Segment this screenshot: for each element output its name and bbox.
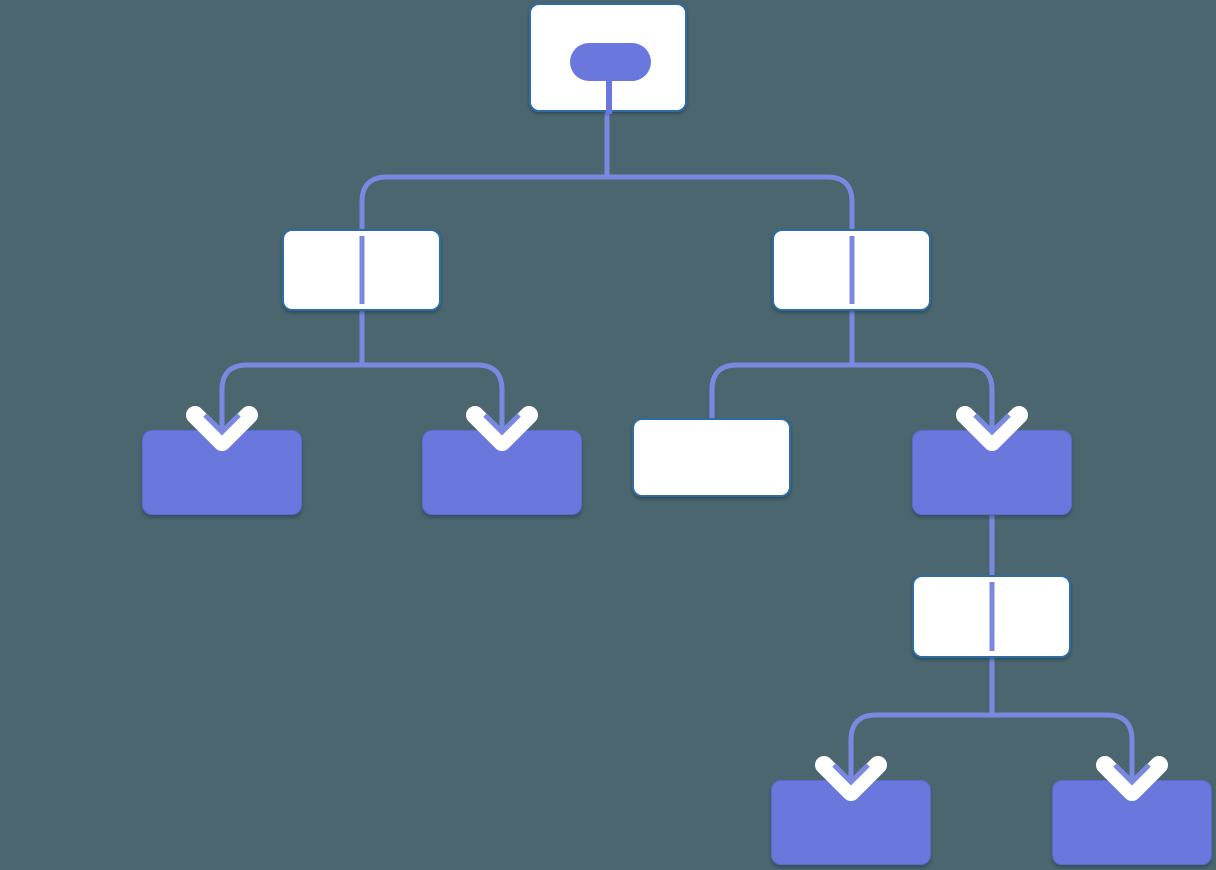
node-label: [774, 231, 929, 309]
diagram-node-n6[interactable]: [912, 430, 1072, 515]
diagram-node-n3[interactable]: [142, 430, 302, 515]
diagram-node-n5[interactable]: [632, 418, 791, 497]
root-node-pill-icon: [570, 43, 651, 81]
diagram-node-n4[interactable]: [422, 430, 582, 515]
diagram-node-n0[interactable]: [529, 3, 687, 114]
node-label: [423, 431, 581, 514]
diagram-node-n1[interactable]: [282, 229, 441, 311]
diagram-node-n2[interactable]: [772, 229, 931, 311]
node-label: [634, 420, 789, 495]
node-label: [284, 231, 439, 309]
node-label: [143, 431, 301, 514]
diagram-node-n7[interactable]: [912, 575, 1071, 658]
diagram-node-n8[interactable]: [771, 780, 931, 865]
diagram-node-n9[interactable]: [1052, 780, 1212, 865]
node-label: [913, 431, 1071, 514]
node-label: [772, 781, 930, 864]
root-node-stem-icon: [606, 81, 612, 114]
node-label: [914, 577, 1069, 656]
node-label: [1053, 781, 1211, 864]
